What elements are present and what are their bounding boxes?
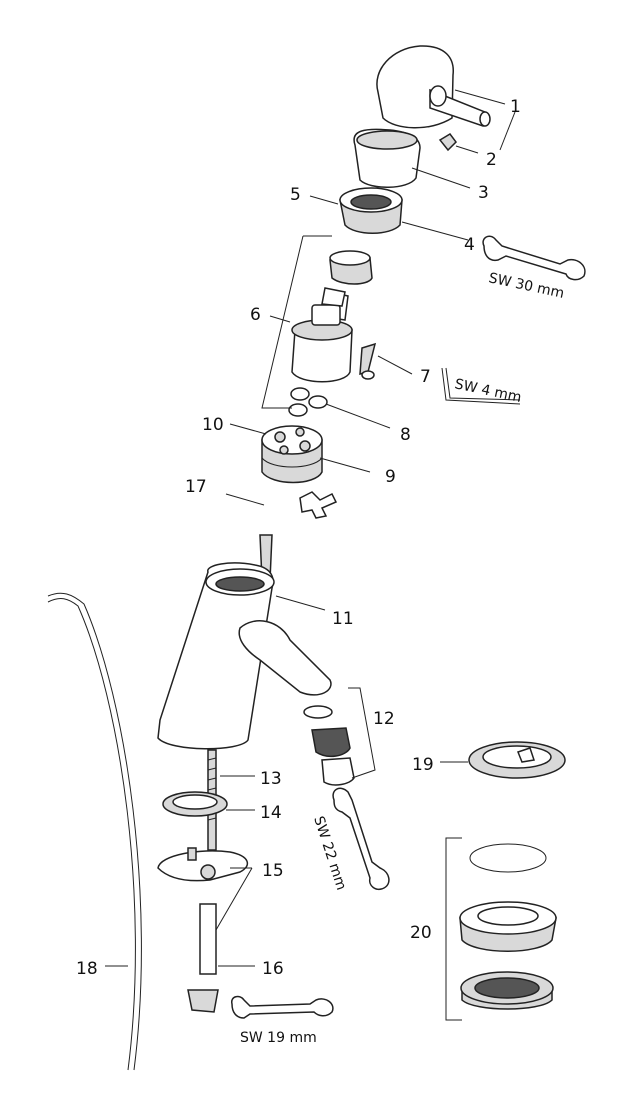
wrench-icon xyxy=(482,235,586,281)
wrench-icon xyxy=(231,995,334,1019)
tool-size-sw22: SW 22 mm xyxy=(310,814,349,892)
wrench-icon xyxy=(332,787,390,890)
part-16-sleeve xyxy=(187,903,219,1013)
label-17: 17 xyxy=(185,477,207,497)
label-11: 11 xyxy=(332,609,354,629)
label-13: 13 xyxy=(260,769,282,789)
leader-lines xyxy=(105,89,516,1021)
label-18: 18 xyxy=(76,959,98,979)
label-12: 12 xyxy=(373,709,395,729)
part-6-cartridge xyxy=(291,250,373,383)
label-10: 10 xyxy=(202,415,224,435)
part-17-clip xyxy=(299,491,338,519)
tool-size-sw4: SW 4 mm xyxy=(453,376,523,406)
label-20: 20 xyxy=(410,923,432,943)
part-1-lever-handle xyxy=(376,45,491,129)
label-8: 8 xyxy=(400,425,411,445)
label-2: 2 xyxy=(486,150,497,170)
tool-size-sw30: SW 30 mm xyxy=(487,270,565,302)
tool-size-sw19: SW 19 mm xyxy=(240,1030,317,1046)
part-11-mixer-body xyxy=(157,534,332,750)
label-14: 14 xyxy=(260,803,282,823)
part-8-seals xyxy=(288,387,328,417)
part-7-screw xyxy=(359,342,377,380)
hex-key-icon xyxy=(441,367,521,405)
label-15: 15 xyxy=(262,861,284,881)
part-12-aerator xyxy=(303,705,355,786)
label-4: 4 xyxy=(464,235,475,255)
part-15-fixing-plate xyxy=(157,847,249,882)
part-19-drain-ring xyxy=(468,741,566,779)
part-14-washer xyxy=(162,791,228,817)
part-4-5-nut xyxy=(339,187,403,234)
part-18-hose xyxy=(47,592,142,1071)
part-2-grub-screw xyxy=(438,133,457,152)
part-9-10-valve-base xyxy=(261,425,323,484)
part-20-ring-set xyxy=(459,843,557,1010)
part-3-cover-cap xyxy=(353,128,421,188)
label-9: 9 xyxy=(385,467,396,487)
label-3: 3 xyxy=(478,183,489,203)
label-19: 19 xyxy=(412,755,434,775)
label-7: 7 xyxy=(420,367,431,387)
label-6: 6 xyxy=(250,305,261,325)
label-16: 16 xyxy=(262,959,284,979)
label-1: 1 xyxy=(510,97,521,117)
label-5: 5 xyxy=(290,185,301,205)
